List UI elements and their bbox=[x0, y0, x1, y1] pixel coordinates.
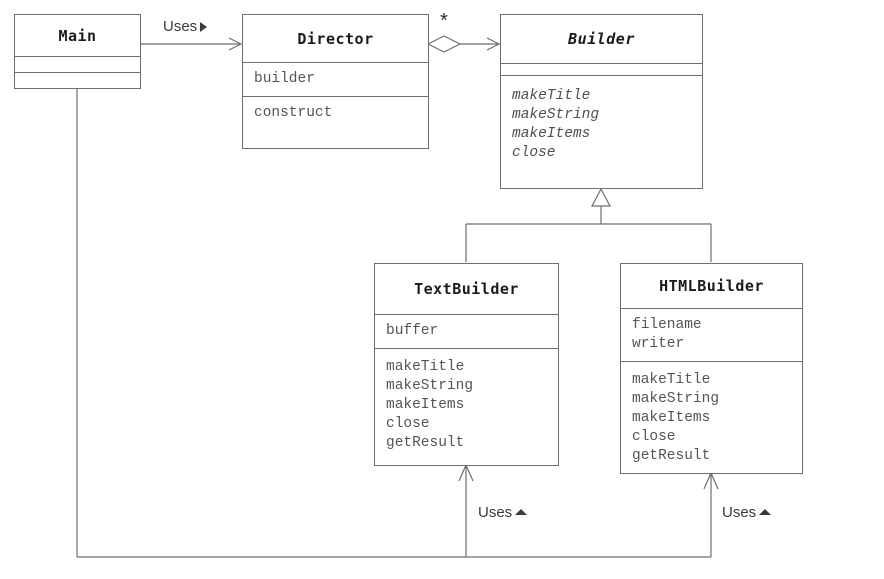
class-box-textbuilder[interactable]: TextBuilder buffer makeTitle makeString … bbox=[374, 263, 559, 466]
edge-label-text: Uses bbox=[722, 504, 757, 521]
attribute-row: buffer bbox=[386, 323, 439, 339]
operation-row: close bbox=[632, 429, 676, 445]
class-box-main[interactable]: Main bbox=[14, 14, 141, 89]
inheritance-triangle-builder bbox=[591, 187, 611, 207]
triangle-right-icon bbox=[200, 21, 208, 32]
triangle-up-icon bbox=[515, 508, 528, 515]
class-attributes-builder bbox=[501, 63, 702, 75]
aggregation-diamond bbox=[426, 35, 462, 53]
operation-row: makeString bbox=[512, 107, 600, 123]
multiplicity-star: * bbox=[440, 10, 448, 32]
triangle-up-icon bbox=[759, 508, 772, 515]
arrowhead-htmlbuilder bbox=[703, 471, 719, 490]
class-attributes-main bbox=[15, 56, 140, 72]
operation-row: makeTitle bbox=[512, 88, 591, 104]
class-name-htmlbuilder: HTMLBuilder bbox=[659, 277, 764, 295]
class-operations-main bbox=[15, 72, 140, 88]
class-operations-htmlbuilder: makeTitle makeString makeItems close get… bbox=[621, 361, 802, 473]
edge-label-text: Uses bbox=[163, 18, 198, 35]
operation-row: makeString bbox=[386, 378, 474, 394]
operation-row: close bbox=[386, 416, 430, 432]
edge-label-main-uses-htmlbuilder: Uses bbox=[722, 504, 772, 521]
operation-row: makeItems bbox=[386, 397, 465, 413]
operation-row: getResult bbox=[632, 448, 711, 464]
class-name-builder: Builder bbox=[568, 30, 635, 48]
class-name-textbuilder: TextBuilder bbox=[414, 280, 519, 298]
operation-row: close bbox=[512, 145, 556, 161]
operation-row: makeItems bbox=[512, 126, 591, 142]
attribute-row: builder bbox=[254, 71, 315, 87]
class-attributes-htmlbuilder: filename writer bbox=[621, 308, 802, 361]
class-name-director: Director bbox=[297, 29, 374, 48]
class-box-director[interactable]: Director builder construct bbox=[242, 14, 429, 149]
class-attributes-textbuilder: buffer bbox=[375, 314, 558, 348]
class-name-main: Main bbox=[58, 26, 97, 45]
attribute-row: filename bbox=[632, 317, 702, 333]
class-box-htmlbuilder[interactable]: HTMLBuilder filename writer makeTitle ma… bbox=[620, 263, 803, 474]
attribute-row: writer bbox=[632, 336, 685, 352]
class-box-builder[interactable]: Builder makeTitle makeString makeItems c… bbox=[500, 14, 703, 189]
edge-label-main-uses-textbuilder: Uses bbox=[478, 504, 528, 521]
operation-row: makeItems bbox=[632, 410, 711, 426]
operation-row: construct bbox=[254, 105, 333, 121]
class-operations-builder: makeTitle makeString makeItems close bbox=[501, 75, 702, 170]
class-operations-textbuilder: makeTitle makeString makeItems close get… bbox=[375, 348, 558, 460]
class-operations-director: construct bbox=[243, 96, 428, 130]
edge-label-main-uses-director: Uses bbox=[163, 18, 208, 35]
class-attributes-director: builder bbox=[243, 62, 428, 96]
operation-row: makeTitle bbox=[632, 372, 711, 388]
operation-row: makeString bbox=[632, 391, 720, 407]
arrowhead-textbuilder bbox=[458, 463, 474, 482]
edge-label-text: Uses bbox=[478, 504, 513, 521]
operation-row: getResult bbox=[386, 435, 465, 451]
operation-row: makeTitle bbox=[386, 359, 465, 375]
